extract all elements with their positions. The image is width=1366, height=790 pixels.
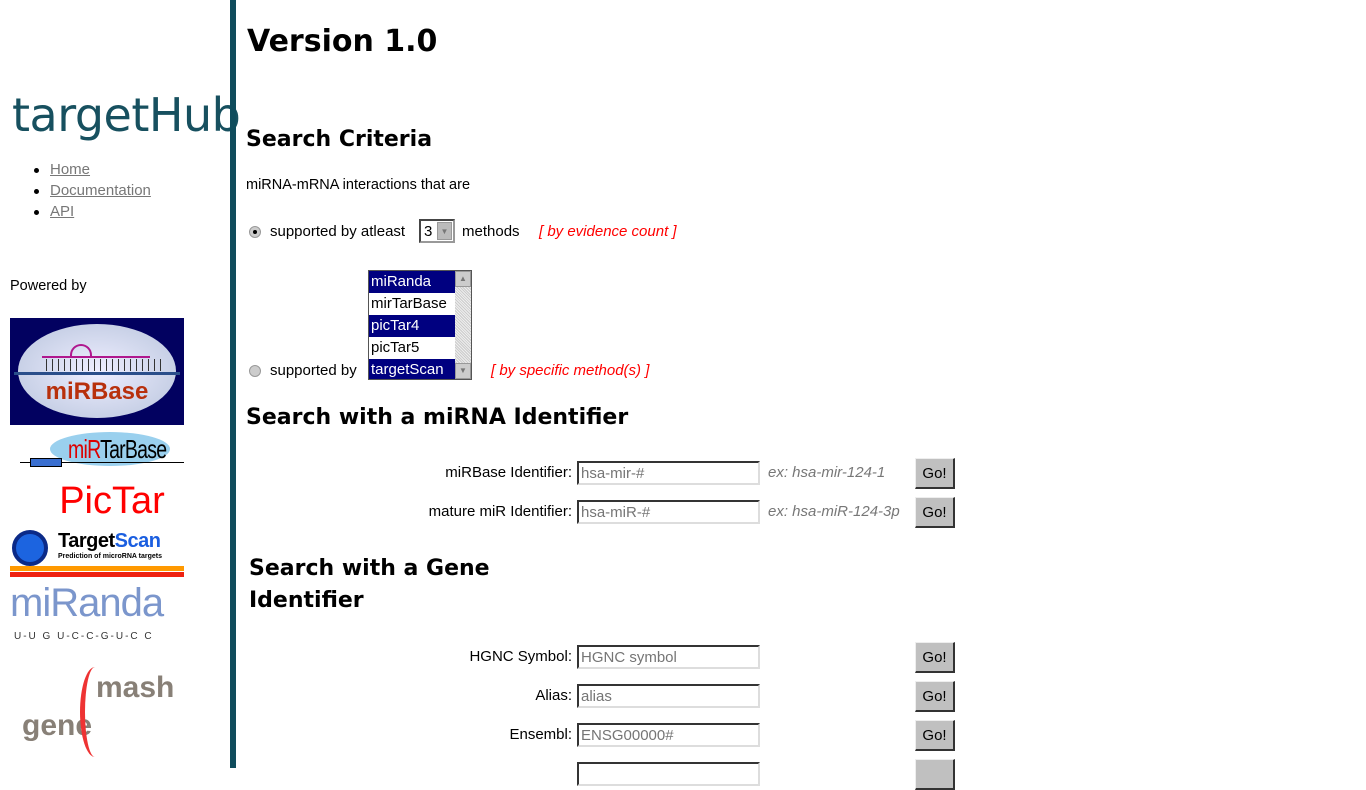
- mature-mir-label: mature miR Identifier:: [428, 503, 572, 520]
- hgnc-input[interactable]: [577, 645, 760, 669]
- nav-item-api[interactable]: API: [30, 203, 74, 220]
- alias-label: Alias:: [535, 687, 572, 704]
- method-option-mirtarbase[interactable]: mirTarBase: [371, 295, 447, 312]
- mirbase-id-input[interactable]: [577, 461, 760, 485]
- evidence-count-note: [ by evidence count ]: [539, 223, 677, 240]
- mirna-search-heading: Search with a miRNA Identifier: [246, 405, 629, 430]
- method-count-value: 3: [424, 223, 433, 240]
- chevron-down-icon: ▼: [437, 222, 452, 240]
- mirtarbase-logo[interactable]: miRTarBase: [10, 430, 184, 472]
- ensembl-input[interactable]: [577, 723, 760, 747]
- nav-link-api[interactable]: API: [50, 203, 75, 220]
- sidebar-divider: [230, 0, 236, 768]
- mirbase-id-label: miRBase Identifier:: [445, 464, 572, 481]
- option1-prefix: supported by atleast: [270, 223, 406, 240]
- mirbase-go-button[interactable]: Go!: [915, 458, 955, 489]
- alias-input[interactable]: [577, 684, 760, 708]
- mirbase-id-example: ex: hsa-mir-124-1: [768, 464, 886, 481]
- hgnc-go-button[interactable]: Go!: [915, 642, 955, 673]
- scroll-down-icon[interactable]: ▼: [455, 363, 471, 379]
- gene-search-heading-line2: Identifier: [249, 588, 364, 613]
- evidence-count-radio[interactable]: [249, 226, 261, 238]
- powered-by-label: Powered by: [10, 278, 87, 294]
- pictar-logo[interactable]: PicTar: [59, 480, 165, 522]
- search-criteria-heading: Search Criteria: [246, 127, 433, 152]
- method-option-miranda[interactable]: miRanda: [369, 271, 457, 293]
- specific-method-note: [ by specific method(s) ]: [491, 362, 650, 379]
- method-option-targetscan[interactable]: targetScan: [369, 359, 457, 379]
- ensembl-go-button[interactable]: Go!: [915, 720, 955, 751]
- genemash-logo[interactable]: mash gene: [10, 665, 184, 765]
- method-count-select[interactable]: 3▼: [419, 219, 455, 243]
- nav-link-documentation[interactable]: Documentation: [50, 182, 151, 199]
- targetscan-logo[interactable]: TargetScan Prediction of microRNA target…: [10, 528, 184, 578]
- method-option-pictar4[interactable]: picTar4: [369, 315, 457, 337]
- alias-go-button[interactable]: Go!: [915, 681, 955, 712]
- methods-listbox[interactable]: miRanda mirTarBase picTar4 picTar5 targe…: [368, 270, 472, 380]
- method-option-pictar5[interactable]: picTar5: [371, 339, 420, 356]
- nav-item-home[interactable]: Home: [30, 161, 90, 178]
- mature-mir-example: ex: hsa-miR-124-3p: [768, 503, 900, 520]
- nav-link-home[interactable]: Home: [50, 161, 91, 178]
- mature-mir-input[interactable]: [577, 500, 760, 524]
- miranda-logo[interactable]: miRanda U-U G U-C-C-G-U-C C: [10, 585, 164, 642]
- specific-method-radio[interactable]: [249, 365, 261, 377]
- ensembl-label: Ensembl:: [509, 726, 572, 743]
- site-title: targetHub: [12, 88, 241, 142]
- next-gene-input[interactable]: [577, 762, 760, 786]
- mature-mir-go-button[interactable]: Go!: [915, 497, 955, 528]
- listbox-scrollbar[interactable]: ▲ ▼: [455, 271, 471, 379]
- mirbase-logo[interactable]: miRBase: [10, 318, 184, 425]
- nav-item-documentation[interactable]: Documentation: [30, 182, 151, 199]
- scroll-up-icon[interactable]: ▲: [455, 271, 471, 287]
- sidebar: targetHub Home Documentation API Powered…: [0, 0, 241, 768]
- option1-suffix: methods: [462, 223, 520, 240]
- next-go-button[interactable]: [915, 759, 955, 790]
- criteria-intro: miRNA-mRNA interactions that are: [246, 177, 471, 193]
- page-title: Version 1.0: [247, 24, 438, 59]
- hgnc-label: HGNC Symbol:: [469, 648, 572, 665]
- gene-search-heading-line1: Search with a Gene: [249, 556, 490, 581]
- option2-prefix: supported by: [270, 362, 357, 379]
